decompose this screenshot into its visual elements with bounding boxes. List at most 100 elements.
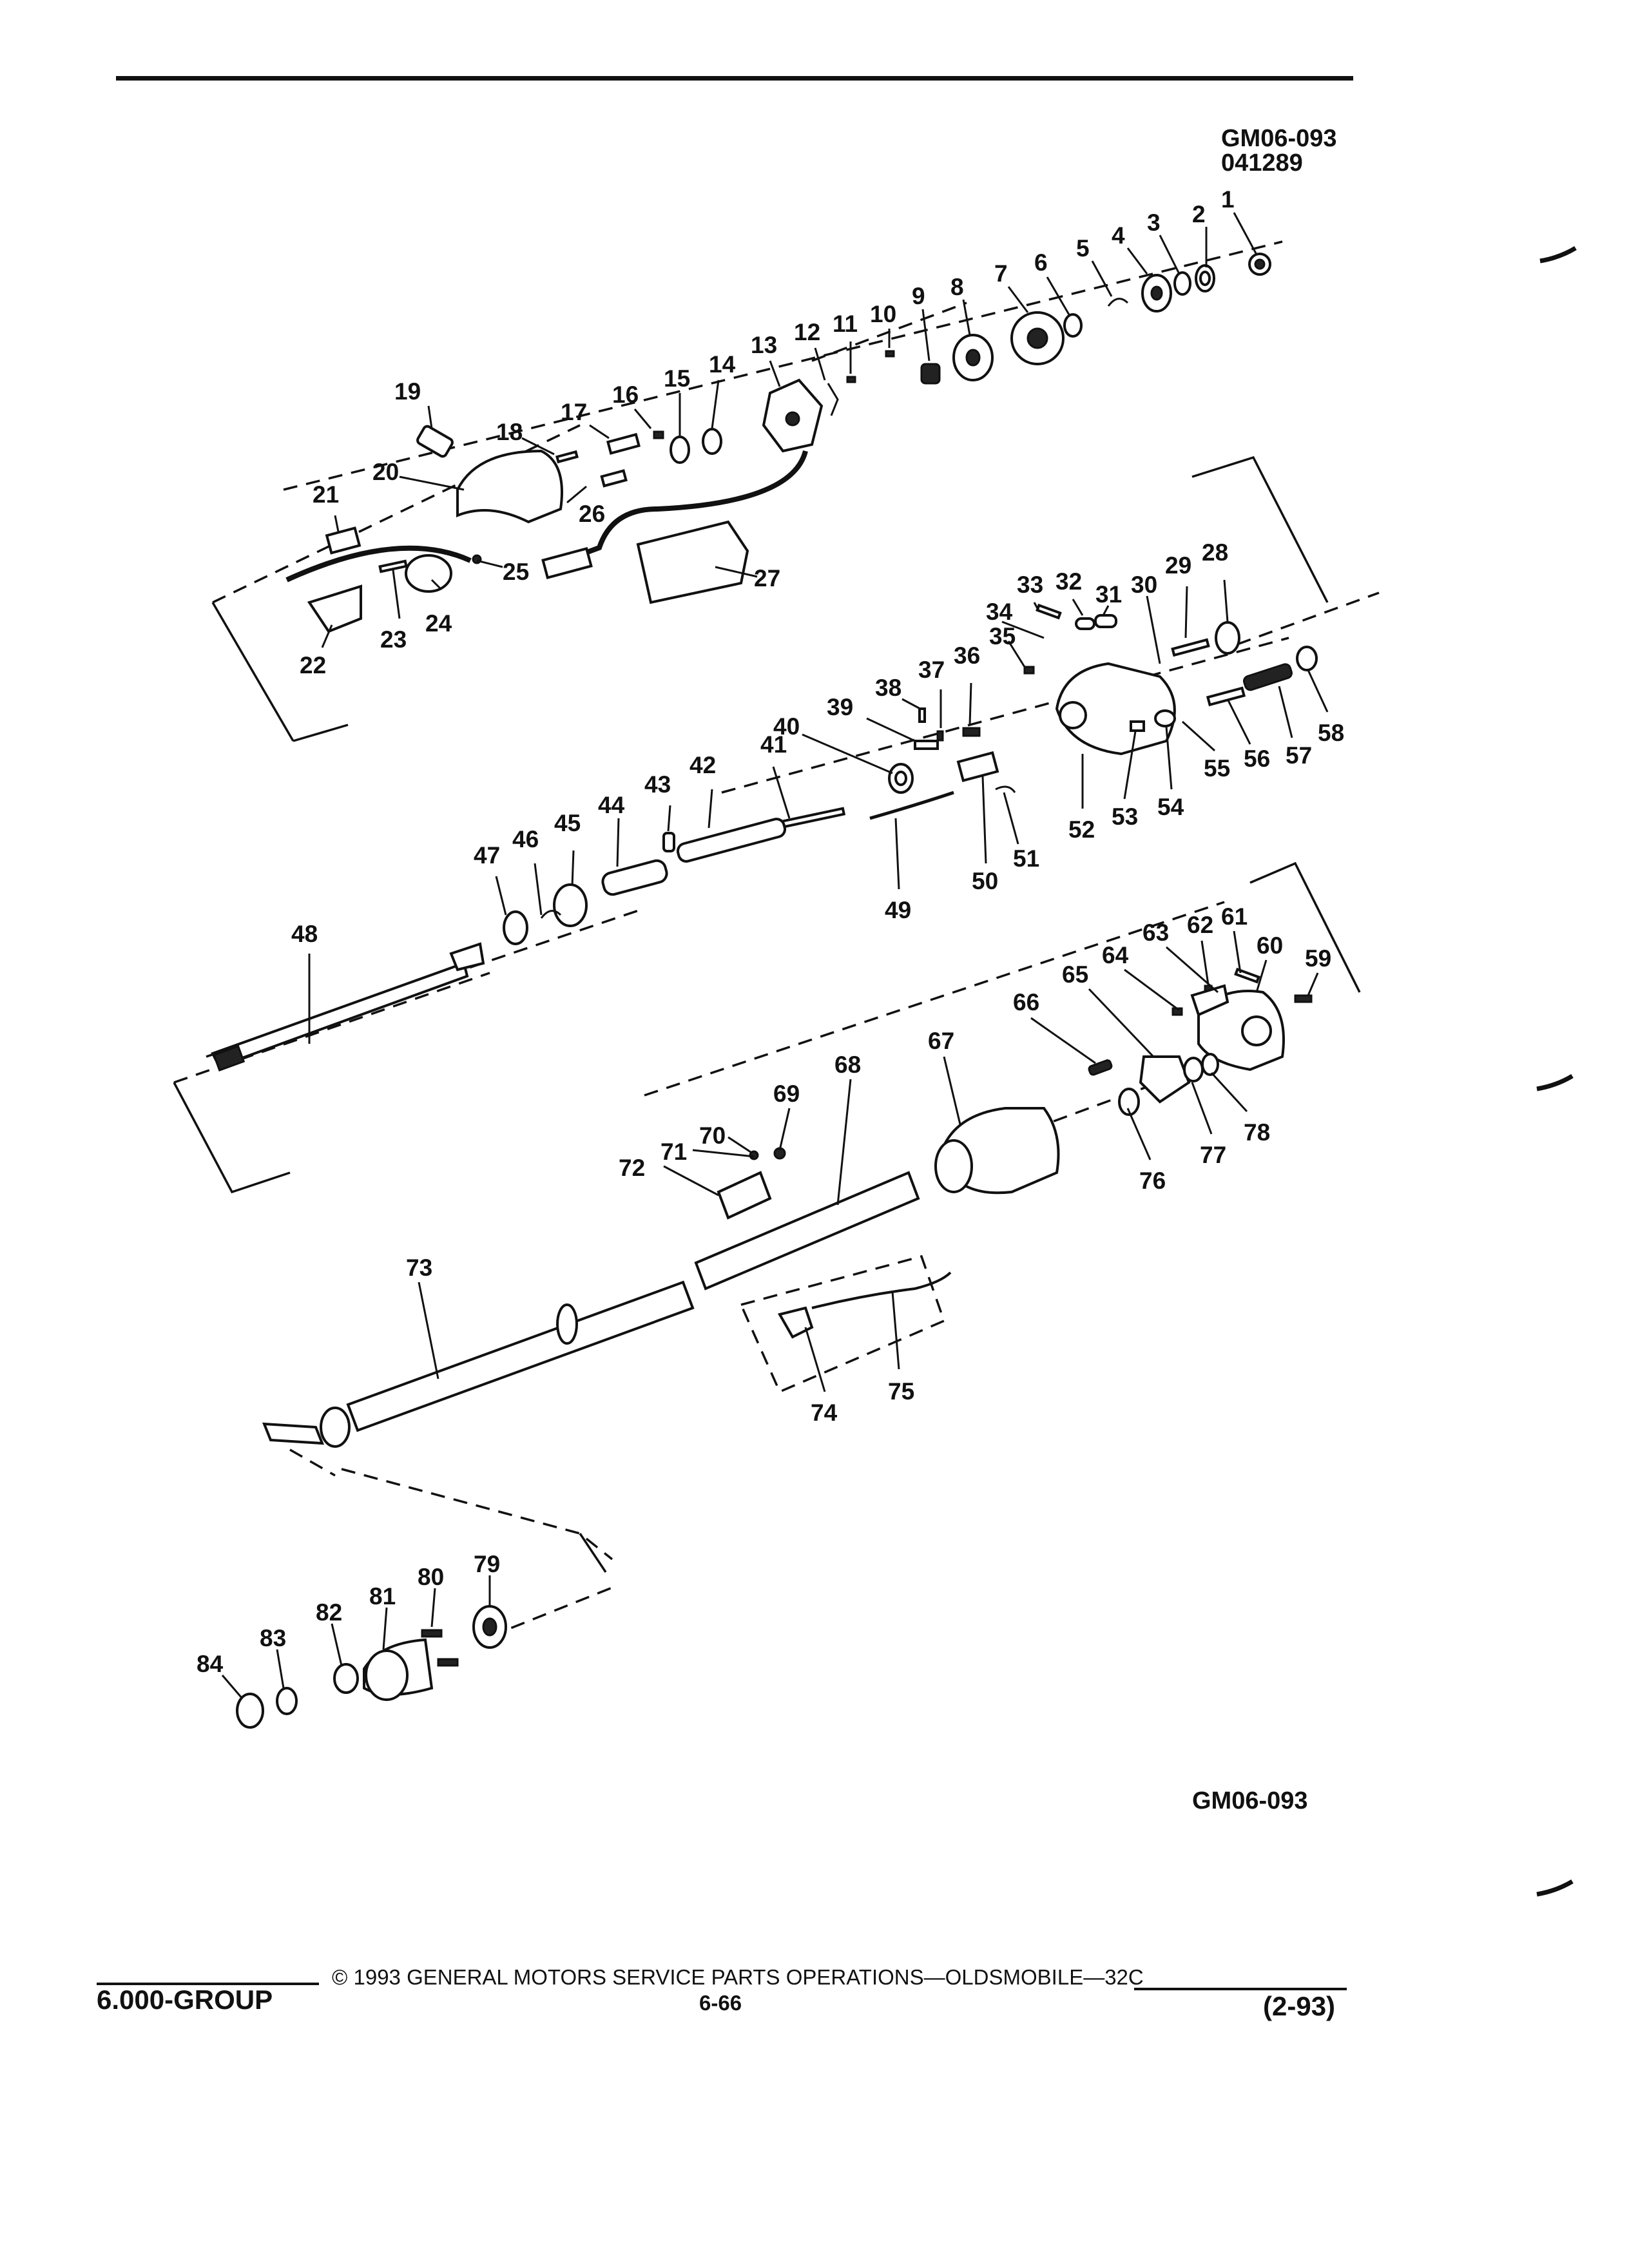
callout-53: 53 <box>1112 803 1138 830</box>
callout-25: 25 <box>503 559 529 585</box>
callout-14: 14 <box>709 351 736 378</box>
part-31-link <box>1094 614 1117 628</box>
part-60-housing <box>1197 990 1285 1072</box>
part-4-spring-star <box>1141 274 1172 312</box>
axis-line-2 <box>721 637 1289 794</box>
callout-76: 76 <box>1139 1168 1166 1194</box>
part-2-washer <box>1195 264 1215 293</box>
callout-47: 47 <box>474 842 500 869</box>
callout-84: 84 <box>197 1651 224 1677</box>
part-72-bracket <box>717 1171 772 1220</box>
part-50-rack <box>956 751 999 782</box>
footer-rule-right <box>1134 1988 1347 1990</box>
part-54-shoe <box>1154 709 1176 727</box>
part-53-shoe <box>1130 720 1145 732</box>
callout-82: 82 <box>316 1599 342 1626</box>
callout-78: 78 <box>1244 1119 1270 1146</box>
part-39-clip <box>914 740 939 750</box>
callout-43: 43 <box>644 771 671 798</box>
callout-labels: 1 2 3 4 5 6 7 8 9 10 11 12 13 14 15 16 1… <box>197 186 1344 1677</box>
part-37-pin <box>936 730 944 742</box>
callout-48: 48 <box>291 921 318 947</box>
callout-5: 5 <box>1076 235 1090 262</box>
callout-60: 60 <box>1257 932 1283 959</box>
footer-revision: (2-93) <box>1263 1991 1336 2021</box>
callout-30: 30 <box>1131 572 1157 598</box>
bottom-figure-code: GM06-093 <box>1192 1787 1308 1814</box>
part-23-pin <box>378 559 408 573</box>
part-24-switch <box>405 554 452 593</box>
part-73-shaft <box>262 1280 695 1448</box>
callout-49: 49 <box>885 897 911 923</box>
part-80-screw <box>421 1629 459 1667</box>
part-66-spring <box>1088 1059 1113 1076</box>
part-76-plate <box>1118 1088 1140 1116</box>
callout-81: 81 <box>369 1583 396 1610</box>
group-frame-4 <box>644 861 1361 1097</box>
callout-7: 7 <box>994 260 1008 287</box>
part-57-spring <box>1242 663 1293 691</box>
wiring-harness <box>285 450 808 582</box>
callout-55: 55 <box>1204 755 1230 782</box>
callout-20: 20 <box>372 459 399 485</box>
part-75-cable <box>811 1271 952 1309</box>
callout-27: 27 <box>754 565 780 591</box>
callout-75: 75 <box>888 1378 914 1405</box>
callout-80: 80 <box>418 1564 444 1590</box>
part-27-shield <box>636 520 749 604</box>
part-11-pin <box>846 376 856 383</box>
part-3-ring <box>1173 271 1191 296</box>
part-77-ring <box>1183 1057 1204 1082</box>
part-35-screw <box>1023 666 1035 675</box>
part-48-shaft <box>211 942 485 1072</box>
part-84-ring <box>236 1693 264 1729</box>
callout-36: 36 <box>954 642 980 669</box>
part-20-housing-cover <box>456 449 563 524</box>
part-8-disc <box>952 334 994 381</box>
footer-group: 6.000-GROUP <box>97 1984 273 2015</box>
callout-31: 31 <box>1095 581 1122 608</box>
callout-70: 70 <box>699 1122 726 1149</box>
part-10-pin <box>885 350 895 358</box>
part-58-plug <box>1296 646 1318 671</box>
part-5-retainer <box>1107 298 1129 307</box>
callout-68: 68 <box>834 1052 861 1078</box>
callout-71: 71 <box>660 1139 687 1165</box>
part-14-bearing <box>702 428 722 455</box>
part-33-pin <box>1036 603 1062 620</box>
callout-41: 41 <box>760 731 787 758</box>
callout-40: 40 <box>773 713 800 740</box>
callout-19: 19 <box>394 378 421 405</box>
callout-79: 79 <box>474 1551 500 1577</box>
margin-marks <box>1536 245 1577 1897</box>
part-28-bearing <box>1215 621 1240 655</box>
part-15-washer <box>670 436 690 464</box>
callout-66: 66 <box>1013 989 1039 1015</box>
part-7-gear <box>1010 311 1065 365</box>
part-51-clip <box>995 785 1016 793</box>
group-frame-2 <box>1191 456 1380 646</box>
callout-58: 58 <box>1318 720 1344 746</box>
callout-9: 9 <box>912 283 925 309</box>
part-44-yoke <box>601 859 668 896</box>
callout-28: 28 <box>1202 539 1228 566</box>
callout-15: 15 <box>664 365 690 392</box>
part-82-ring <box>333 1663 359 1694</box>
callout-72: 72 <box>619 1155 645 1181</box>
callout-21: 21 <box>313 481 339 508</box>
part-19-lock-cylinder <box>416 425 454 458</box>
callout-33: 33 <box>1017 572 1043 598</box>
callout-56: 56 <box>1244 745 1270 772</box>
part-47-spider <box>503 910 528 945</box>
part-13-switch-housing <box>762 378 824 453</box>
part-40-bearing <box>888 763 914 794</box>
part-38-pin <box>918 707 926 723</box>
part-42-shaft <box>676 818 787 863</box>
part-70-screw <box>749 1150 759 1160</box>
callout-11: 11 <box>833 311 858 337</box>
callout-6: 6 <box>1034 249 1048 276</box>
callout-24: 24 <box>425 610 452 637</box>
callout-10: 10 <box>870 301 896 327</box>
callout-45: 45 <box>554 810 581 836</box>
callout-37: 37 <box>918 657 945 683</box>
